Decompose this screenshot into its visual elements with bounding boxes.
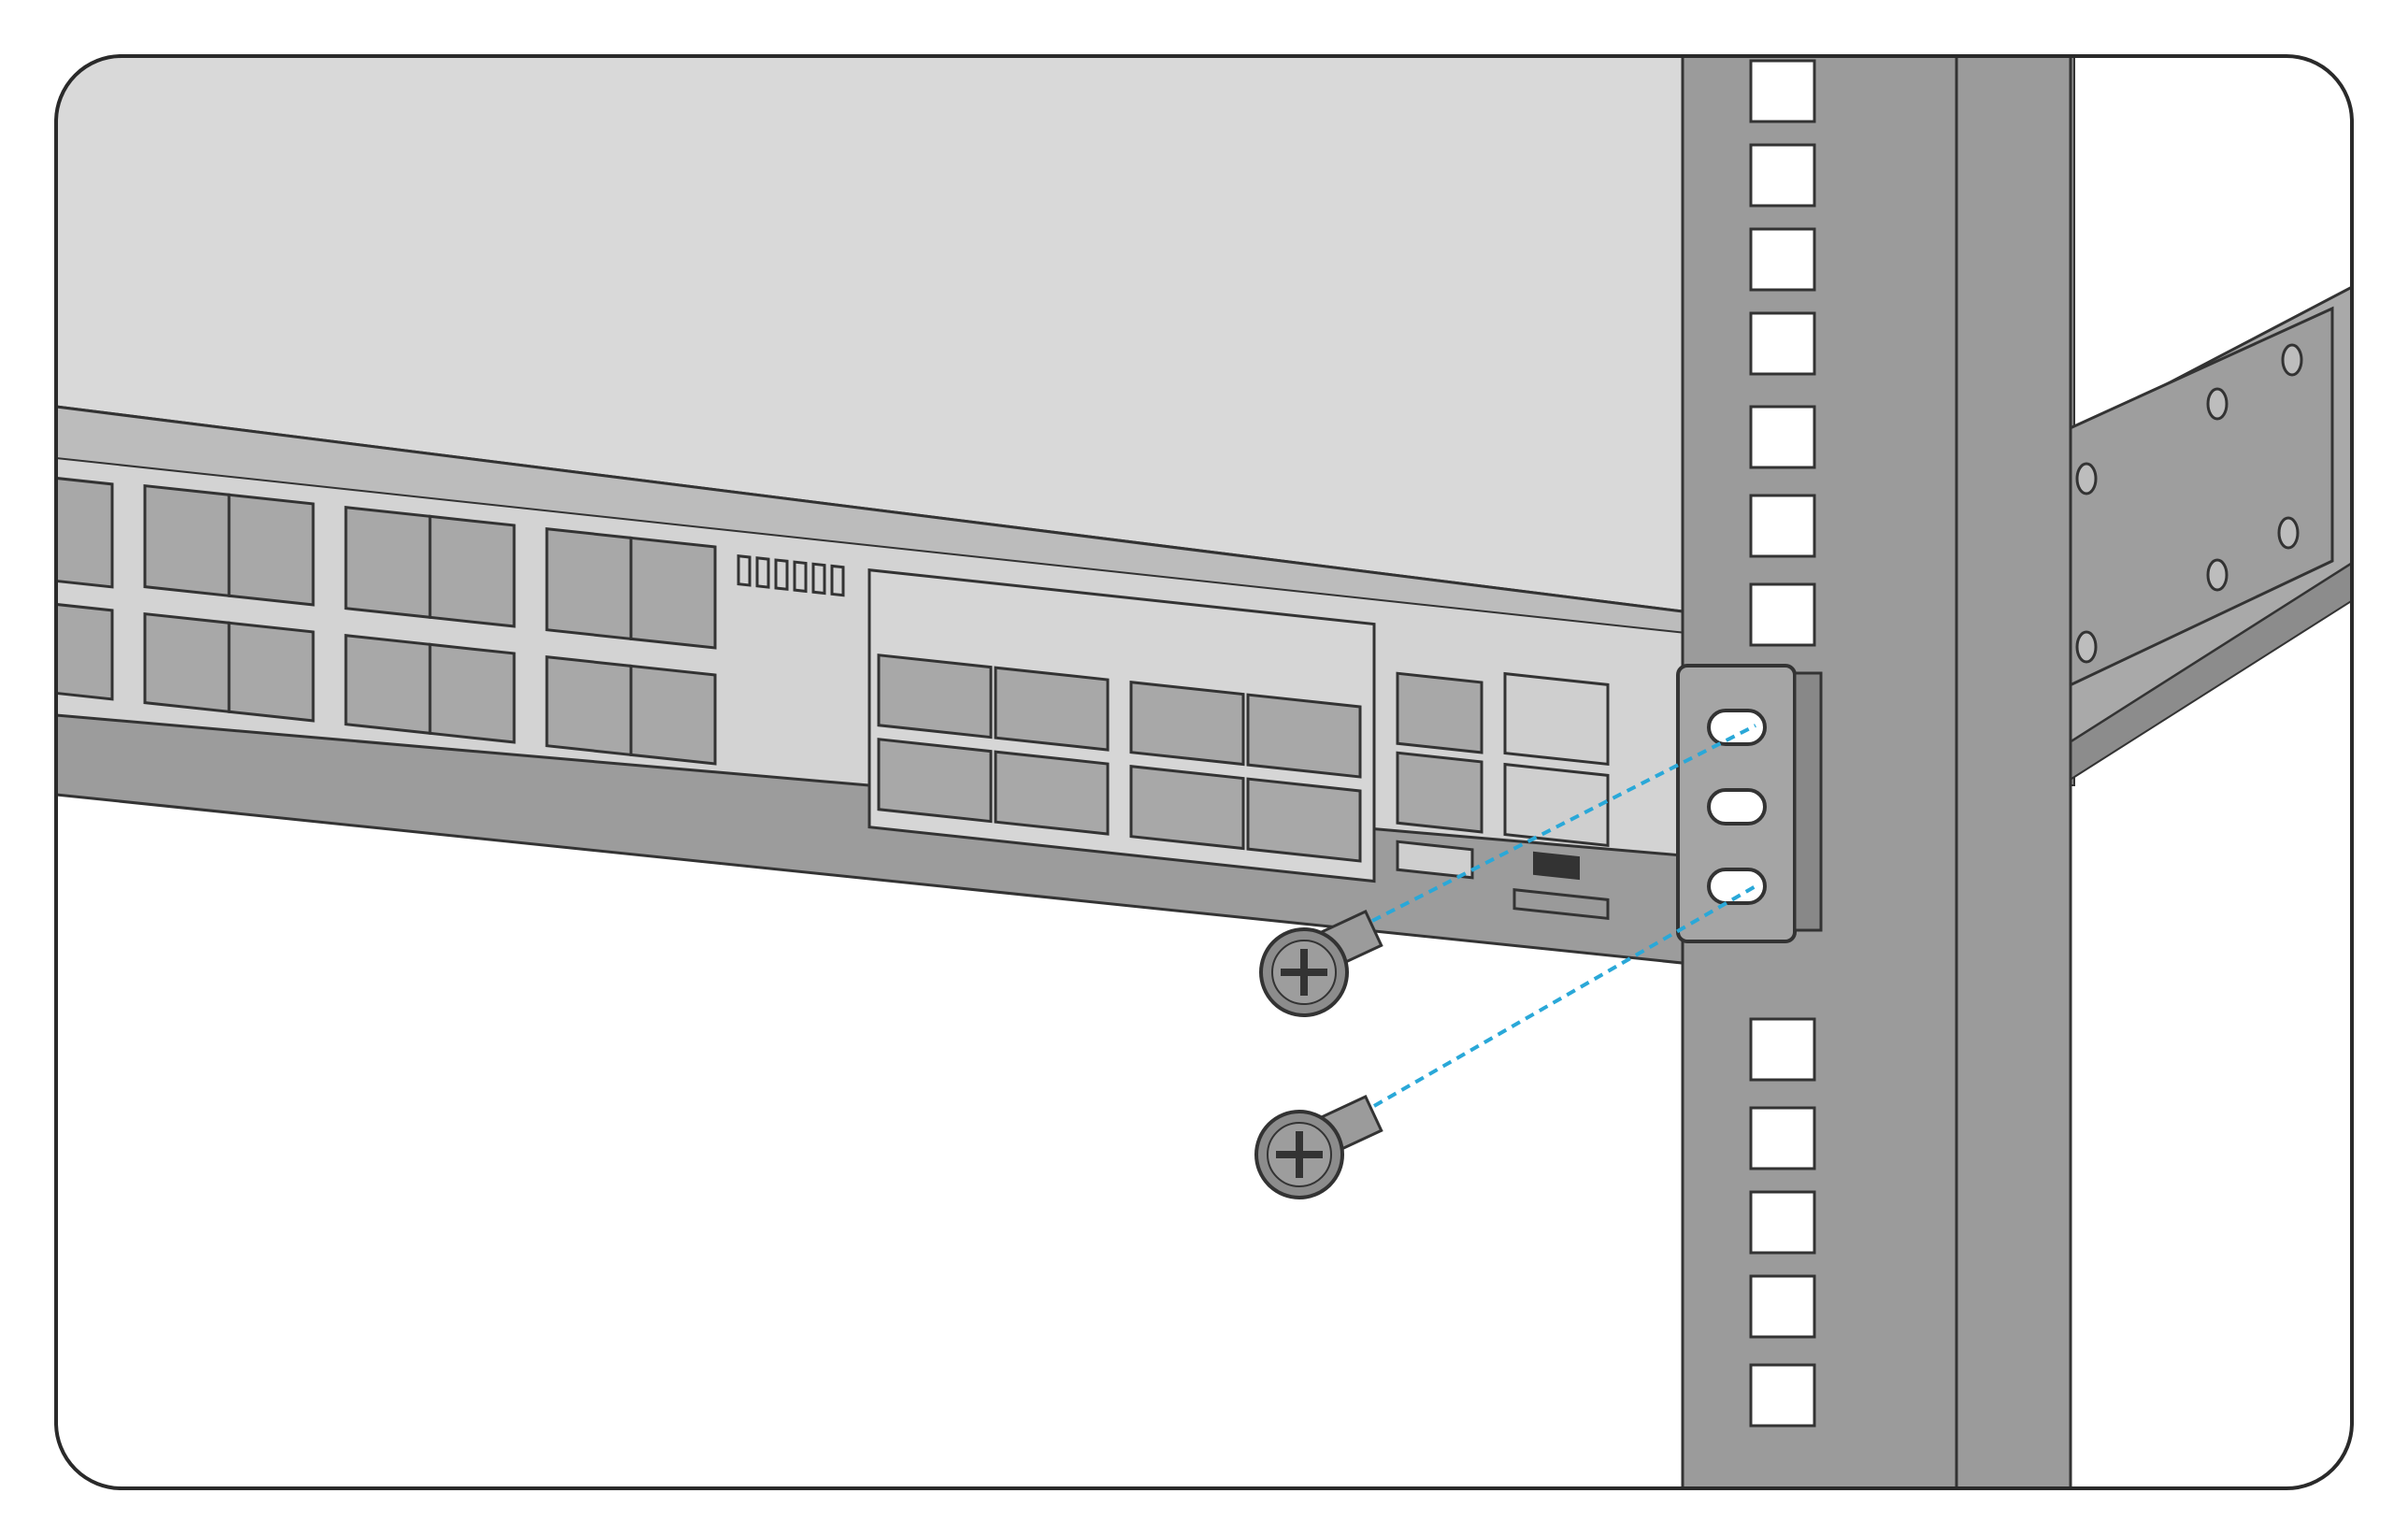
sfp-cage <box>143 483 315 723</box>
screw-guide-lines <box>1371 724 1756 1108</box>
diagram-frame <box>54 54 2354 1490</box>
sfp-port-block <box>56 476 1610 921</box>
rj45-port-icon <box>1396 751 1484 834</box>
phillips-screw-icon <box>1259 909 1383 1017</box>
rear-rack-rail <box>2059 56 2352 787</box>
mounting-bracket <box>1676 664 1823 943</box>
rear-bracket <box>2064 306 2334 690</box>
qsfp-port-block <box>867 568 1376 883</box>
phillips-screw-icon <box>1254 1094 1383 1199</box>
rack-holes <box>1749 59 1816 1428</box>
rj45-port-icon <box>1396 671 1484 754</box>
guide-line-lower <box>1373 884 1756 1108</box>
usb-port-icon <box>1396 840 1474 880</box>
sfp-cage <box>545 527 717 766</box>
guide-line-upper <box>1371 724 1756 923</box>
management-port-block <box>1396 671 1610 921</box>
led-strip <box>737 554 845 597</box>
sfp-cage <box>56 476 114 701</box>
sfp-cage <box>344 506 516 744</box>
